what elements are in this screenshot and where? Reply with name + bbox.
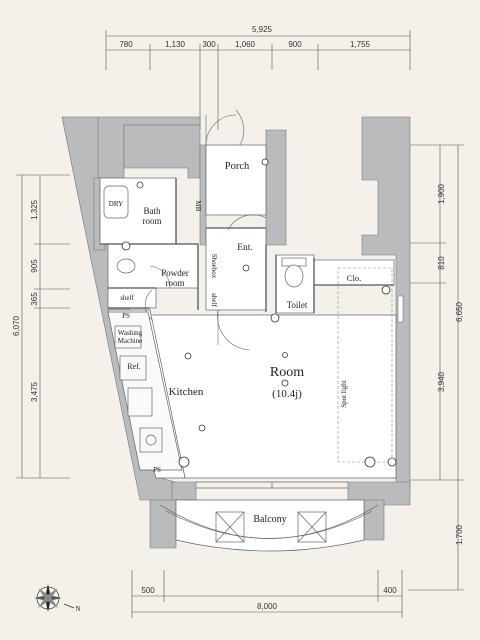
kitchen-label: Kitchen xyxy=(169,386,204,398)
door-swings xyxy=(144,109,267,351)
right-window xyxy=(397,295,404,323)
top-dim-2: 1,130 xyxy=(165,40,186,49)
bottom-dim-right: 400 xyxy=(383,586,397,595)
top-total-dimension: 5,925 xyxy=(252,25,273,34)
left-dimensions xyxy=(16,174,70,479)
ref-label: Ref. xyxy=(127,362,141,371)
right-dim-2: 810 xyxy=(437,256,446,270)
room-label: Room xyxy=(270,365,304,380)
shelf-label: shelf xyxy=(120,294,134,302)
right-dim-1: 1,900 xyxy=(437,183,446,204)
washing-label-2: Machine xyxy=(118,337,143,345)
top-dimensions xyxy=(105,30,411,130)
bottom-dim-left: 500 xyxy=(141,586,155,595)
washbasin xyxy=(116,258,136,274)
porch-label: Porch xyxy=(225,161,250,172)
compass-icon xyxy=(34,584,62,612)
bottom-dimensions xyxy=(131,570,403,618)
compass-north-label: N xyxy=(75,605,80,613)
toilet-fixture xyxy=(281,257,307,288)
top-dim-1: 780 xyxy=(119,40,133,49)
toilet-label: Toilet xyxy=(287,300,308,310)
closet-label: Clo. xyxy=(347,273,361,283)
dry-label: DRY xyxy=(109,200,123,208)
window-wall xyxy=(196,481,348,489)
room-size-label: (10.4j) xyxy=(272,388,302,400)
bottom-total-dimension: 8,000 xyxy=(257,602,278,611)
ps-lower-label: PS xyxy=(153,466,161,474)
refrigerator-space xyxy=(119,355,147,381)
top-dim-4: 1,060 xyxy=(235,40,256,49)
ps-upper-label: PS xyxy=(122,312,130,320)
left-dim-2: 905 xyxy=(30,259,39,273)
balcony-label: Balcony xyxy=(253,514,286,525)
shelf-entrance-label: shelf xyxy=(210,293,218,307)
washing-label: Washing xyxy=(118,329,143,337)
partitions xyxy=(100,178,394,313)
bath-label: Bath xyxy=(144,206,161,216)
top-dim-5: 900 xyxy=(288,40,302,49)
stove-burner xyxy=(145,434,157,446)
left-dim-1: 1,325 xyxy=(30,199,39,220)
electrical-symbols xyxy=(121,158,397,468)
left-dim-3: 365 xyxy=(30,292,39,306)
right-lower-dimension: 1,700 xyxy=(455,524,464,545)
top-dim-6: 1,755 xyxy=(350,40,371,49)
powder-label: Powder xyxy=(161,268,189,278)
kitchen-counter xyxy=(107,311,183,471)
compass-north-arrow xyxy=(63,603,75,609)
left-dim-4: 3,475 xyxy=(30,381,39,402)
top-dim-3: 300 xyxy=(202,40,216,49)
right-dimensions xyxy=(408,144,464,591)
bath-label-2: room xyxy=(143,216,162,226)
shoebox-label: Shoebox xyxy=(210,254,218,279)
mb-label: MB xyxy=(194,201,202,212)
spotlight-label: Spot light xyxy=(340,380,348,407)
powder-label-2: room xyxy=(166,278,185,288)
balcony-frame xyxy=(159,504,379,543)
left-total-dimension: 6,070 xyxy=(12,315,21,336)
bathtub xyxy=(103,185,129,219)
right-dim-3: 3,940 xyxy=(437,371,446,392)
ent-label: Ent. xyxy=(237,243,253,253)
washing-machine-space xyxy=(114,325,142,349)
sink xyxy=(127,387,153,417)
right-total-dimension: 6,650 xyxy=(455,301,464,322)
